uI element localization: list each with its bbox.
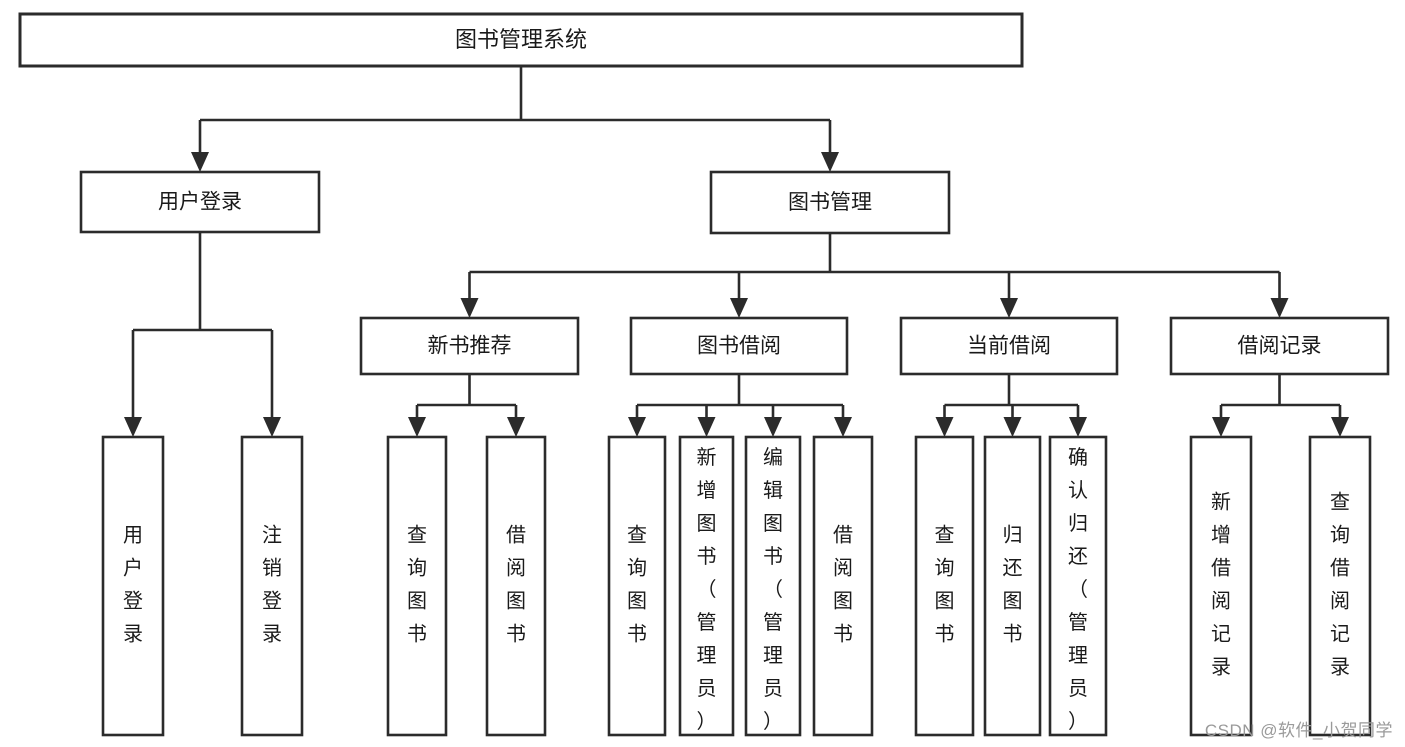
node-box-query-book-3[interactable] <box>914 435 975 737</box>
node-box-add-borrow-record[interactable] <box>1189 435 1253 737</box>
edge-arrowhead <box>1212 417 1230 437</box>
node-return-book[interactable]: 归还图书 <box>983 435 1042 737</box>
node-new-book-recommend[interactable]: 新书推荐 <box>359 316 580 376</box>
node-borrow-book-1[interactable]: 借阅图书 <box>485 435 547 737</box>
node-confirm-return-admin[interactable]: 确认归还（管理员） <box>1048 435 1108 737</box>
node-box-query-book-1[interactable] <box>386 435 448 737</box>
node-box-confirm-return-admin[interactable] <box>1048 435 1108 737</box>
node-query-book-1[interactable]: 查询图书 <box>386 435 448 737</box>
edge-arrowhead <box>507 417 525 437</box>
node-box-undefined[interactable] <box>18 12 1024 68</box>
node-book-borrow[interactable]: 图书借阅 <box>629 316 849 376</box>
node-label-query-book-3: 查询图书 <box>935 524 955 646</box>
node-undefined[interactable]: 图书管理系统 <box>18 12 1024 68</box>
node-label-new-book-recommend: 新书推荐 <box>428 335 512 358</box>
node-label-book-management: 图书管理 <box>788 191 872 214</box>
edge-arrowhead <box>1331 417 1349 437</box>
edge-arrowhead <box>730 298 748 318</box>
node-label-current-borrow: 当前借阅 <box>967 335 1051 358</box>
node-label-confirm-return-admin: 确认归还（管理员） <box>1068 446 1088 733</box>
node-current-borrow[interactable]: 当前借阅 <box>899 316 1119 376</box>
node-label-query-book-2: 查询图书 <box>627 524 647 646</box>
edge-arrowhead <box>191 152 209 172</box>
node-box-user-login-leaf[interactable] <box>101 435 165 737</box>
node-box-borrow-records[interactable] <box>1169 316 1390 376</box>
node-box-borrow-book-1[interactable] <box>485 435 547 737</box>
edge-arrowhead <box>628 417 646 437</box>
node-box-add-book-admin[interactable] <box>678 435 735 737</box>
connector-edges-layer <box>124 66 1349 437</box>
edge-arrowhead <box>460 298 479 318</box>
node-label-query-book-1: 查询图书 <box>407 524 427 646</box>
edge-arrowhead <box>263 417 281 437</box>
node-box-user-logout-leaf[interactable] <box>240 435 304 737</box>
node-label-return-book: 归还图书 <box>1003 524 1023 646</box>
node-box-user-login[interactable] <box>79 170 321 234</box>
node-box-query-borrow-record[interactable] <box>1308 435 1372 737</box>
node-label-borrow-book-1: 借阅图书 <box>506 524 526 646</box>
node-label-user-login-leaf: 用户登录 <box>123 525 143 646</box>
edge-arrowhead <box>1069 417 1087 437</box>
csdn-watermark: CSDN @软件_小贺同学 <box>1204 721 1393 740</box>
node-label-user-logout-leaf: 注销登录 <box>262 524 282 646</box>
node-edit-book-admin[interactable]: 编辑图书（管理员） <box>744 435 802 737</box>
node-query-borrow-record[interactable]: 查询借阅记录 <box>1308 435 1372 737</box>
node-book-management[interactable]: 图书管理 <box>709 170 951 235</box>
node-label-add-book-admin: 新增图书（管理员） <box>697 446 717 733</box>
edge-arrowhead <box>764 417 782 437</box>
node-label-query-borrow-record: 查询借阅记录 <box>1330 491 1350 679</box>
edge-arrowhead <box>697 417 716 437</box>
node-user-login-leaf[interactable]: 用户登录 <box>101 435 165 737</box>
edge-arrowhead <box>1000 298 1018 318</box>
node-box-edit-book-admin[interactable] <box>744 435 802 737</box>
node-label-borrow-records: 借阅记录 <box>1238 335 1322 358</box>
node-label-user-login: 用户登录 <box>158 191 242 214</box>
node-box-new-book-recommend[interactable] <box>359 316 580 376</box>
edge-arrowhead <box>821 152 839 172</box>
node-box-return-book[interactable] <box>983 435 1042 737</box>
node-query-book-3[interactable]: 查询图书 <box>914 435 975 737</box>
edge-arrowhead <box>1003 417 1022 437</box>
node-box-query-book-2[interactable] <box>607 435 667 737</box>
edge-arrowhead <box>408 417 426 437</box>
node-borrow-book-2[interactable]: 借阅图书 <box>812 435 874 737</box>
node-label-edit-book-admin: 编辑图书（管理员） <box>763 446 783 733</box>
node-label-borrow-book-2: 借阅图书 <box>833 524 853 646</box>
edge-arrowhead <box>834 417 852 437</box>
node-label-add-borrow-record: 新增借阅记录 <box>1211 491 1231 679</box>
node-label-book-borrow: 图书借阅 <box>697 335 781 358</box>
edge-arrowhead <box>935 417 954 437</box>
edge-arrowhead <box>1270 298 1289 318</box>
edge-arrowhead <box>124 417 142 437</box>
node-query-book-2[interactable]: 查询图书 <box>607 435 667 737</box>
node-box-current-borrow[interactable] <box>899 316 1119 376</box>
node-box-book-management[interactable] <box>709 170 951 235</box>
node-user-login[interactable]: 用户登录 <box>79 170 321 234</box>
node-add-book-admin[interactable]: 新增图书（管理员） <box>678 435 735 737</box>
node-box-borrow-book-2[interactable] <box>812 435 874 737</box>
node-borrow-records[interactable]: 借阅记录 <box>1169 316 1390 376</box>
node-box-book-borrow[interactable] <box>629 316 849 376</box>
node-user-logout-leaf[interactable]: 注销登录 <box>240 435 304 737</box>
node-boxes-layer: 图书管理系统用户登录图书管理用户登录注销登录新书推荐查询图书借阅图书图书借阅查询… <box>18 12 1390 737</box>
node-label-undefined: 图书管理系统 <box>455 27 587 52</box>
node-add-borrow-record[interactable]: 新增借阅记录 <box>1189 435 1253 737</box>
